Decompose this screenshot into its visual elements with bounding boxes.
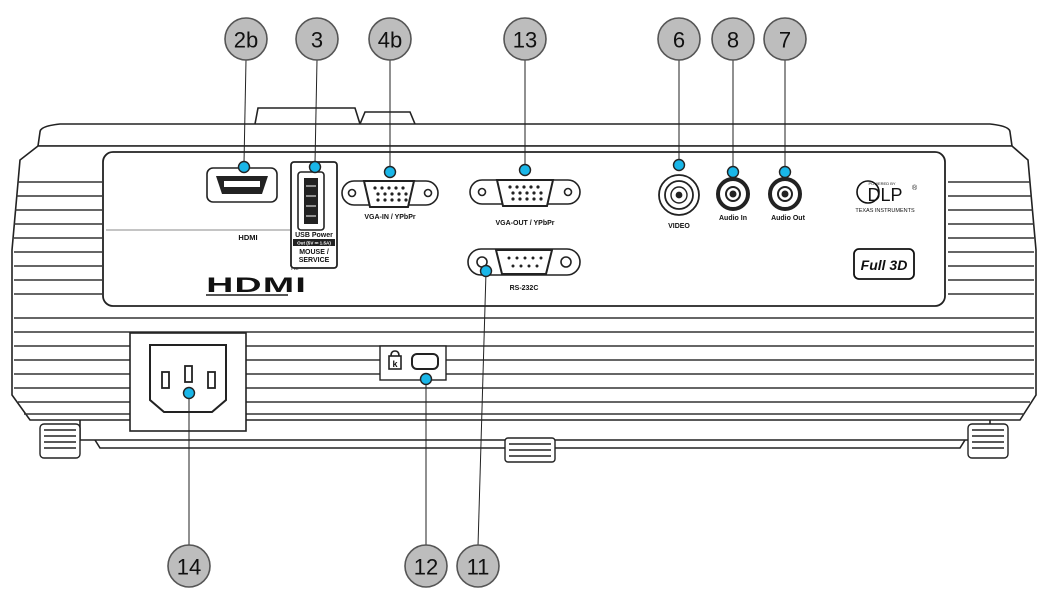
callout-3: 3 (295, 17, 339, 61)
vent-grille-left (14, 181, 102, 295)
marker-7 (778, 165, 792, 179)
vga-out-label: VGA-OUT / YPbPr (496, 220, 555, 227)
vent-grille-right (948, 181, 1034, 295)
leader-lines (188, 59, 786, 547)
callout-11-number: 11 (467, 555, 490, 580)
usb-power-label: USB Power (295, 232, 333, 239)
callout-13: 13 (503, 17, 547, 61)
audio-in-port (716, 177, 750, 211)
callout-8-number: 8 (727, 28, 739, 53)
callout-7-number: 7 (779, 28, 791, 53)
security-lock-slot: k (379, 345, 447, 381)
rs232-label: RS-232C (510, 285, 539, 292)
marker-6 (672, 158, 686, 172)
mouse-service-label-1: MOUSE / (299, 249, 329, 256)
vga-out-port (469, 179, 581, 207)
callout-4b: 4b (368, 17, 412, 61)
marker-dots (182, 158, 792, 400)
full3d-logo: Full 3D (853, 248, 915, 280)
power-socket (129, 332, 247, 432)
marker-13 (518, 163, 532, 177)
hdmi-logo-tm: TM (290, 266, 299, 272)
svg-text:k: k (392, 359, 398, 369)
callout-12-number: 12 (414, 555, 438, 580)
callout-8: 8 (711, 17, 755, 61)
marker-12 (419, 372, 433, 386)
video-port (658, 174, 700, 216)
vga-in-label: VGA-IN / YPbPr (364, 214, 415, 221)
audio-out-label: Audio Out (771, 215, 805, 222)
hdmi-logo: HDMI TM (206, 266, 307, 297)
mouse-service-label-2: SERVICE (299, 257, 330, 264)
callout-bubbles: 2b 3 4b 13 6 8 7 14 (167, 17, 807, 588)
dlp-text: DLP (867, 185, 902, 205)
callout-14: 14 (167, 544, 211, 588)
callout-14-number: 14 (177, 555, 201, 580)
audio-out-port (768, 177, 802, 211)
marker-2b (237, 160, 251, 174)
hdmi-port (206, 167, 278, 203)
vga-in-port (341, 180, 439, 208)
callout-3-number: 3 (311, 28, 323, 53)
callout-2b-number: 2b (234, 28, 258, 53)
foot-center (504, 437, 556, 463)
marker-3 (308, 160, 322, 174)
marker-14 (182, 386, 196, 400)
foot-right (967, 423, 1009, 459)
vent-grille-bottom (14, 317, 1034, 415)
hdmi-label: HDMI (238, 233, 257, 242)
audio-in-label: Audio In (719, 215, 747, 222)
dlp-top-text: POWERED BY (868, 181, 895, 186)
callout-13-number: 13 (513, 28, 537, 53)
callout-6-number: 6 (673, 28, 685, 53)
usb-power-sub-label: Out (5V ⎓ 1.5A) (297, 241, 331, 246)
callout-4b-number: 4b (378, 28, 402, 53)
callout-6: 6 (657, 17, 701, 61)
dlp-logo: POWERED BY DLP ® TEXAS INSTRUMENTS (855, 180, 918, 214)
marker-4b (383, 165, 397, 179)
texas-instruments-text: TEXAS INSTRUMENTS (855, 208, 915, 214)
dlp-reg: ® (912, 184, 918, 192)
rs232-port (467, 248, 581, 276)
video-label: VIDEO (668, 223, 690, 230)
callout-11: 11 (456, 544, 500, 588)
callout-7: 7 (763, 17, 807, 61)
callout-12: 12 (404, 544, 448, 588)
marker-11 (479, 264, 493, 278)
hdmi-logo-text: HDMI (206, 273, 307, 296)
foot-left (39, 423, 81, 459)
marker-8 (726, 165, 740, 179)
full3d-text: Full 3D (861, 257, 908, 273)
callout-2b: 2b (224, 17, 268, 61)
